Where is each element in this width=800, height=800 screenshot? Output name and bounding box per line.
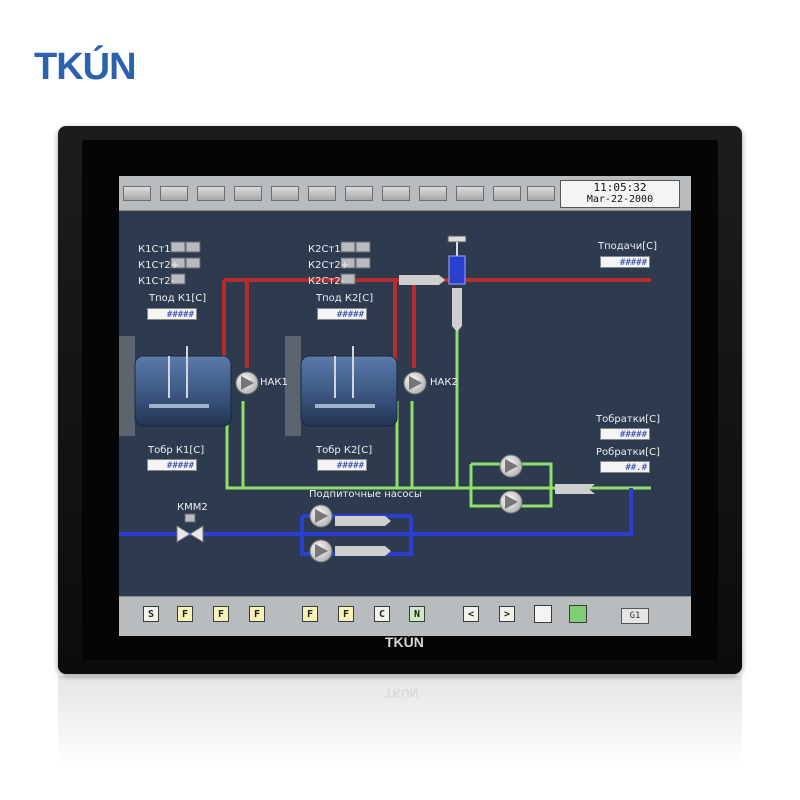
status-indicators-k2 [340, 241, 371, 285]
return-temp-value: ##### [600, 428, 650, 440]
start-button[interactable]: S [143, 606, 159, 622]
function-key[interactable] [419, 186, 447, 201]
supply-temp-label: Тподачи[С] [598, 241, 657, 252]
pump-icon[interactable] [499, 454, 523, 478]
status-indicators-k1 [170, 241, 201, 285]
flow-arrows [335, 275, 595, 556]
f-button[interactable]: F [177, 606, 193, 622]
supply-temp-value: ##### [600, 256, 650, 268]
hmi-screen: 11:05:32 Mar-22-2000 К1Ст1 К1Ст2+ К1Ст2-… [119, 176, 691, 636]
function-key[interactable] [197, 186, 225, 201]
return-pressure-label: Робратки[С] [596, 447, 660, 458]
c-button[interactable]: C [374, 606, 390, 622]
k2-return-temp-value: ##### [317, 459, 367, 471]
function-key[interactable] [160, 186, 188, 201]
boiler-1 [119, 336, 232, 436]
k2-indicator-label: К2Ст2- [308, 276, 345, 287]
brand-logo: TKÚN [34, 46, 137, 88]
bottom-control-bar: S F F F F F C N < > G1 [119, 596, 691, 636]
pump-icon[interactable] [499, 490, 523, 514]
bezel-logo: TKÚN [385, 634, 424, 650]
pump2-label: НАК2 [430, 377, 458, 388]
function-key[interactable] [527, 186, 555, 201]
clock-display: 11:05:32 Mar-22-2000 [560, 180, 680, 208]
blank-button[interactable] [534, 605, 552, 623]
monitor-reflection [58, 676, 742, 766]
function-key[interactable] [271, 186, 299, 201]
function-key[interactable] [456, 186, 484, 201]
k1-supply-temp-label: Тпод К1[С] [149, 293, 207, 304]
clock-date: Mar-22-2000 [586, 194, 654, 205]
top-function-bar: 11:05:32 Mar-22-2000 [119, 176, 691, 211]
pump-icon[interactable] [235, 371, 259, 395]
k1-indicator-label: К1Ст1 [138, 244, 171, 255]
valve-label: КММ2 [177, 502, 208, 513]
k1-return-temp-label: Тобр К1[С] [148, 445, 205, 456]
green-indicator-button[interactable] [569, 605, 587, 623]
control-valve-icon[interactable] [447, 235, 467, 285]
f-button[interactable]: F [213, 606, 229, 622]
function-key[interactable] [123, 186, 151, 201]
valve-icon[interactable] [176, 513, 204, 543]
k1-return-temp-value: ##### [147, 459, 197, 471]
pump-icon[interactable] [403, 371, 427, 395]
k2-supply-temp-value: ##### [317, 308, 367, 320]
makeup-pumps-label: Подпиточные насосы [309, 489, 422, 500]
pump-icon[interactable] [309, 504, 333, 528]
return-temp-label: Тобратки[С] [596, 414, 661, 425]
k1-indicator-label: К1Ст2+ [138, 260, 180, 271]
pump1-label: НАК1 [260, 377, 288, 388]
boiler-2 [285, 336, 398, 436]
function-key[interactable] [493, 186, 521, 201]
next-button[interactable]: > [499, 606, 515, 622]
k2-return-temp-label: Тобр К2[С] [316, 445, 373, 456]
k2-indicator-label: К2Ст2+ [308, 260, 350, 271]
f-button[interactable]: F [249, 606, 265, 622]
return-pressure-value: ##.# [600, 461, 650, 473]
f-button[interactable]: F [338, 606, 354, 622]
k2-indicator-label: К2Ст1 [308, 244, 341, 255]
k2-supply-temp-label: Тпод К2[С] [316, 293, 374, 304]
function-key[interactable] [234, 186, 262, 201]
prev-button[interactable]: < [463, 606, 479, 622]
n-button[interactable]: N [409, 606, 425, 622]
page-indicator-button[interactable]: G1 [621, 608, 649, 624]
k1-indicator-label: К1Ст2- [138, 276, 175, 287]
clock-time: 11:05:32 [593, 181, 647, 194]
k1-supply-temp-value: ##### [147, 308, 197, 320]
function-key[interactable] [382, 186, 410, 201]
function-key[interactable] [308, 186, 336, 201]
reflection-logo: TKÚN [385, 686, 419, 700]
pump-icon[interactable] [309, 539, 333, 563]
function-key[interactable] [345, 186, 373, 201]
f-button[interactable]: F [302, 606, 318, 622]
process-diagram [119, 235, 651, 563]
